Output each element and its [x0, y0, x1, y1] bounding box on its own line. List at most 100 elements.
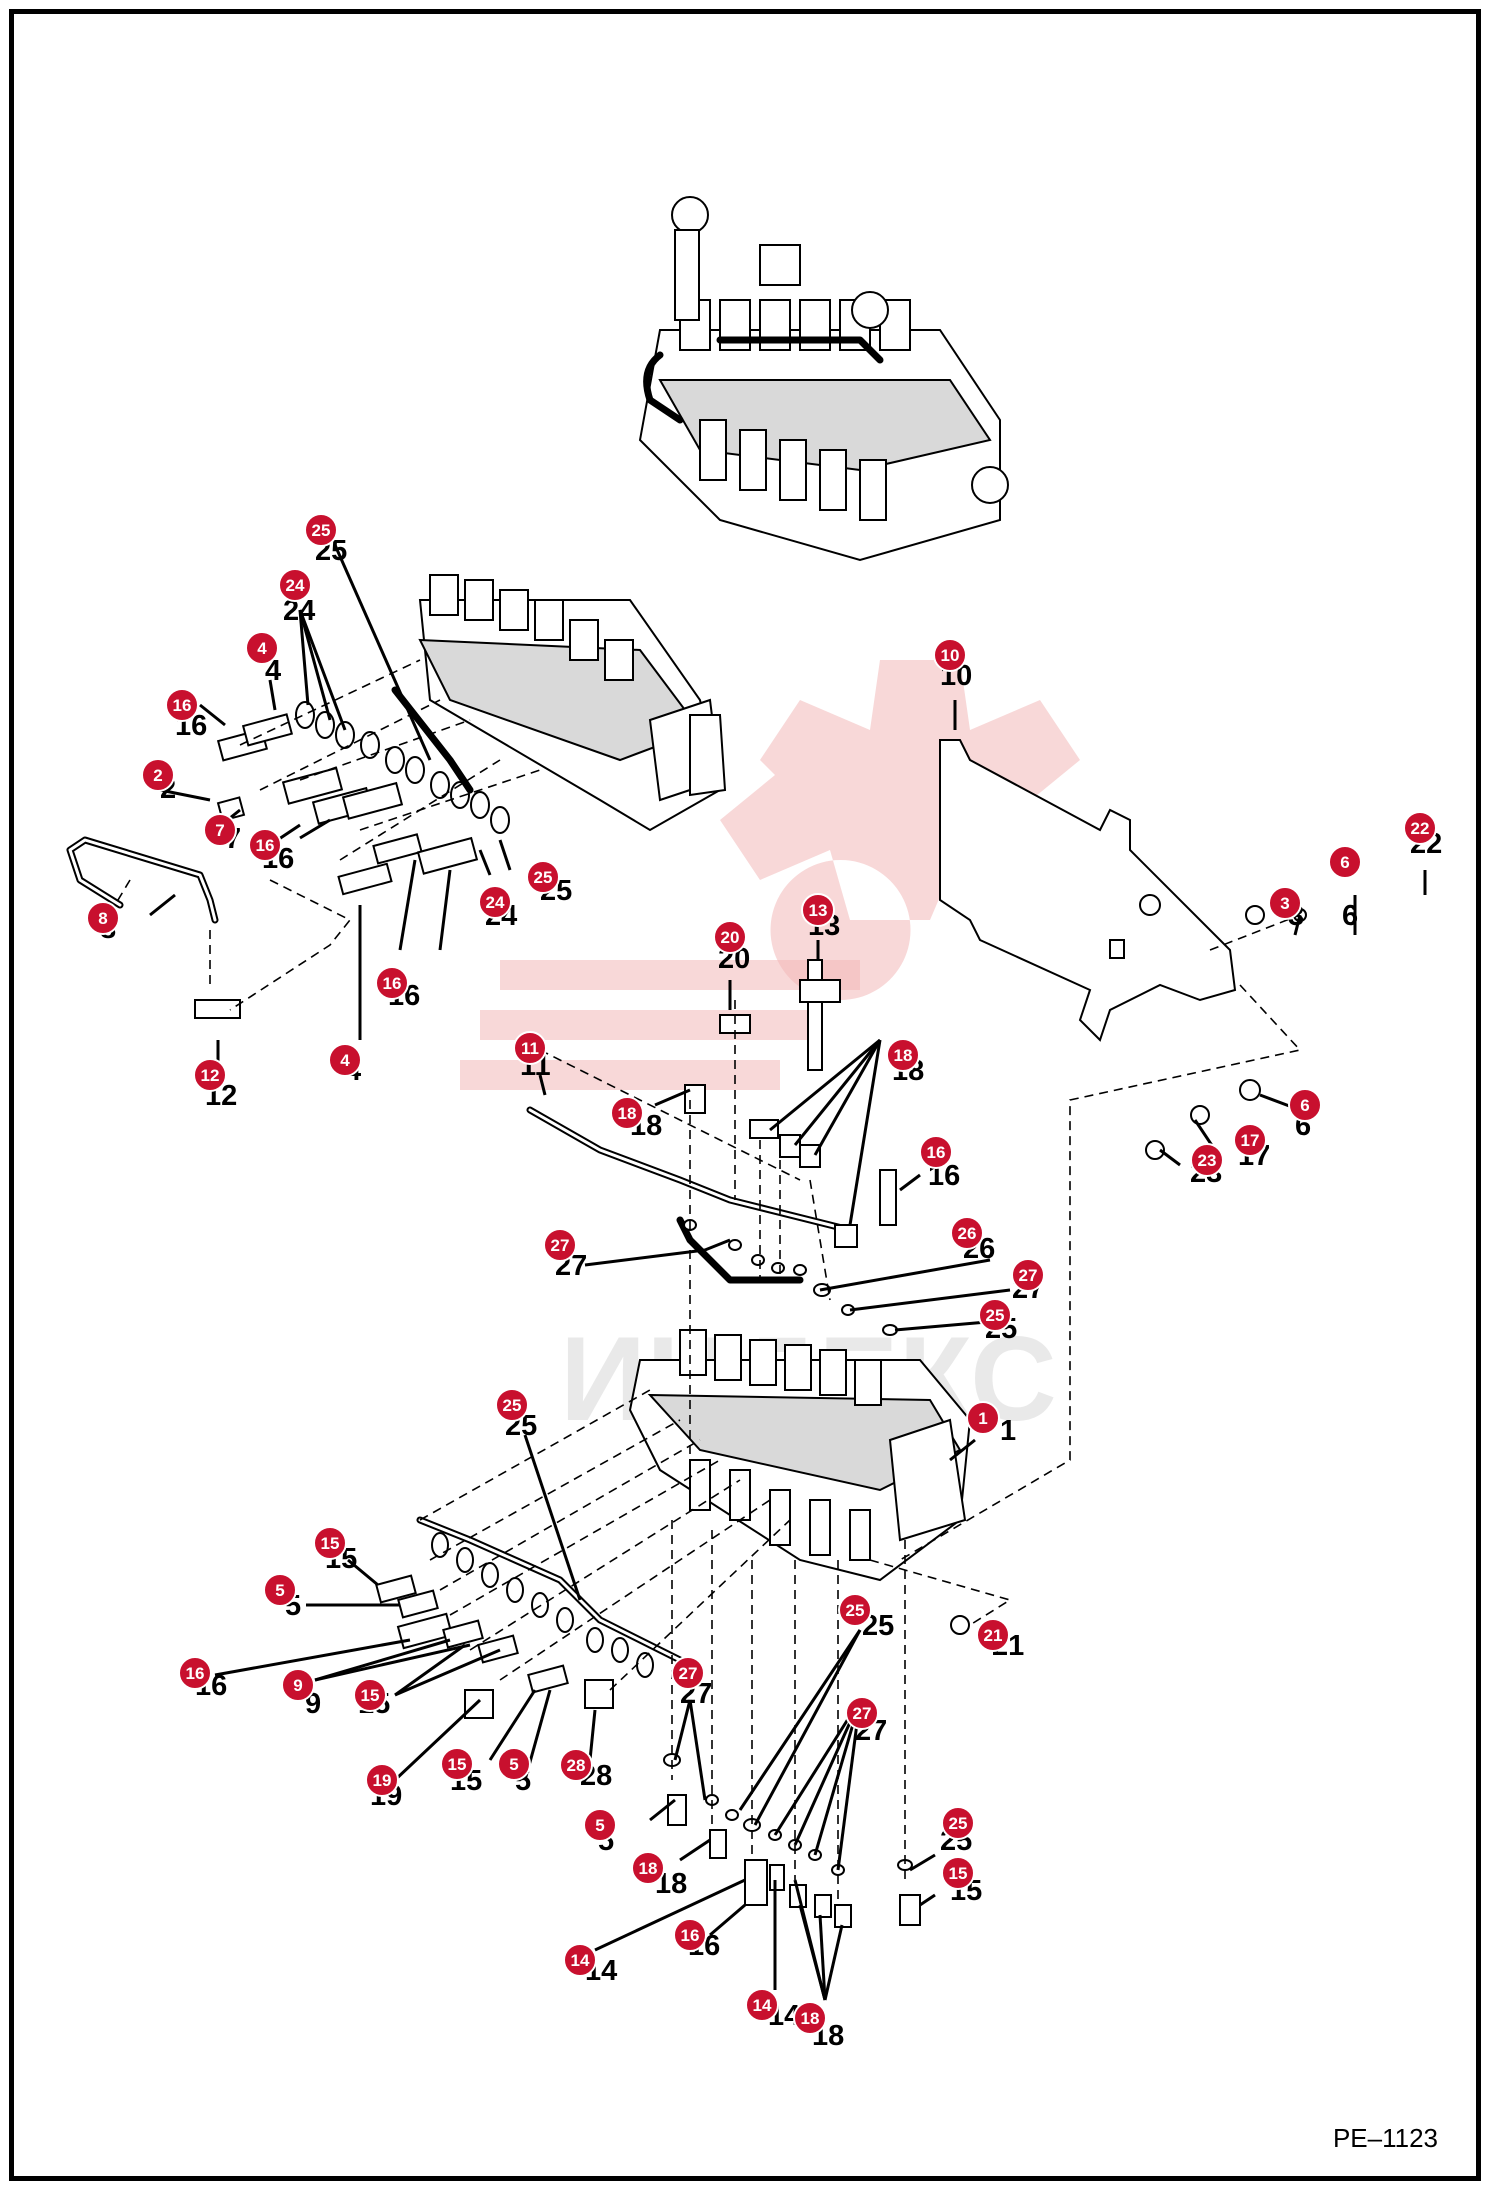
page-frame	[9, 9, 1481, 2181]
callout-6[interactable]: 6	[1288, 1088, 1322, 1122]
svg-text:25: 25	[503, 1396, 522, 1415]
leader-lines	[149, 544, 1427, 2001]
svg-text:25: 25	[534, 868, 553, 887]
callout-24[interactable]: 24	[278, 568, 312, 602]
alignment-dashed-lines	[99, 659, 1302, 1900]
svg-text:16: 16	[681, 1926, 700, 1945]
callout-9[interactable]: 9	[281, 1668, 315, 1702]
callout-15[interactable]: 15	[941, 1856, 975, 1890]
callout-15[interactable]: 15	[353, 1678, 387, 1712]
callout-22[interactable]: 22	[1403, 811, 1437, 845]
svg-text:15: 15	[321, 1534, 340, 1553]
callout-28[interactable]: 28	[559, 1748, 593, 1782]
callout-16[interactable]: 16	[375, 966, 409, 1000]
callout-13[interactable]: 13	[801, 893, 835, 927]
svg-text:25: 25	[949, 1814, 968, 1833]
callout-4[interactable]: 4	[328, 1043, 362, 1077]
svg-text:4: 4	[257, 639, 267, 658]
svg-text:25: 25	[986, 1306, 1005, 1325]
callout-16[interactable]: 16	[673, 1918, 707, 1952]
svg-text:4: 4	[340, 1051, 350, 1070]
callout-5[interactable]: 5	[583, 1808, 617, 1842]
svg-text:5: 5	[509, 1755, 518, 1774]
callout-12[interactable]: 12	[193, 1058, 227, 1092]
callout-15[interactable]: 15	[440, 1747, 474, 1781]
callout-25[interactable]: 25	[304, 513, 338, 547]
svg-text:6: 6	[1300, 1096, 1309, 1115]
svg-text:27: 27	[551, 1236, 570, 1255]
callout-15[interactable]: 15	[313, 1526, 347, 1560]
callout-16[interactable]: 16	[165, 688, 199, 722]
svg-text:15: 15	[448, 1755, 467, 1774]
svg-text:3: 3	[1280, 894, 1289, 913]
mounting-bracket	[939, 739, 1237, 1042]
callout-14[interactable]: 14	[745, 1988, 779, 2022]
callout-19[interactable]: 19	[365, 1763, 399, 1797]
svg-text:16: 16	[173, 696, 192, 715]
svg-text:18: 18	[639, 1859, 658, 1878]
svg-text:26: 26	[958, 1224, 977, 1243]
callout-18[interactable]: 18	[610, 1096, 644, 1130]
callout-27[interactable]: 27	[543, 1228, 577, 1262]
callout-3[interactable]: 3	[1268, 886, 1302, 920]
callout-20[interactable]: 20	[713, 920, 747, 954]
callout-2[interactable]: 2	[141, 758, 175, 792]
callout-18[interactable]: 18	[886, 1038, 920, 1072]
svg-text:1: 1	[978, 1409, 987, 1428]
callout-27[interactable]: 27	[671, 1656, 705, 1690]
fittings-lower-left-group	[375, 1516, 970, 1928]
callout-7[interactable]: 7	[203, 813, 237, 847]
control-valve-main	[628, 1329, 972, 1582]
callout-25[interactable]: 25	[941, 1806, 975, 1840]
callout-4[interactable]: 4	[245, 631, 279, 665]
callout-27[interactable]: 27	[1011, 1258, 1045, 1292]
svg-text:18: 18	[618, 1104, 637, 1123]
svg-text:6: 6	[1340, 853, 1349, 872]
svg-text:15: 15	[361, 1686, 380, 1705]
callout-18[interactable]: 18	[793, 2001, 827, 2035]
callout-18[interactable]: 18	[631, 1851, 665, 1885]
callout-25[interactable]: 25	[978, 1298, 1012, 1332]
callout-27[interactable]: 27	[845, 1696, 879, 1730]
svg-text:27: 27	[679, 1664, 698, 1683]
callout-16[interactable]: 16	[178, 1656, 212, 1690]
callout-21[interactable]: 21	[976, 1618, 1010, 1652]
svg-text:17: 17	[1241, 1131, 1260, 1150]
callout-11[interactable]: 11	[513, 1031, 547, 1065]
svg-text:22: 22	[1411, 819, 1430, 838]
callout-24[interactable]: 24	[478, 885, 512, 919]
svg-text:12: 12	[201, 1066, 220, 1085]
svg-text:21: 21	[984, 1626, 1003, 1645]
callout-10[interactable]: 10	[933, 638, 967, 672]
callout-16[interactable]: 16	[919, 1135, 953, 1169]
callout-25[interactable]: 25	[838, 1593, 872, 1627]
svg-text:5: 5	[595, 1816, 604, 1835]
label-1: 1	[1000, 1415, 1016, 1447]
svg-text:14: 14	[753, 1996, 772, 2015]
svg-text:13: 13	[809, 901, 828, 920]
callout-1[interactable]: 1	[966, 1401, 1000, 1435]
callout-5[interactable]: 5	[497, 1747, 531, 1781]
svg-text:20: 20	[721, 928, 740, 947]
svg-text:25: 25	[312, 521, 331, 540]
callout-26[interactable]: 26	[950, 1216, 984, 1250]
callout-14[interactable]: 14	[563, 1943, 597, 1977]
callout-17[interactable]: 17	[1233, 1123, 1267, 1157]
svg-text:27: 27	[853, 1704, 872, 1723]
svg-text:19: 19	[373, 1771, 392, 1790]
callout-8[interactable]: 8	[86, 901, 120, 935]
svg-text:8: 8	[98, 909, 107, 928]
callout-23[interactable]: 23	[1190, 1143, 1224, 1177]
svg-text:18: 18	[894, 1046, 913, 1065]
callout-25[interactable]: 25	[495, 1388, 529, 1422]
callout-6[interactable]: 6	[1328, 845, 1362, 879]
svg-text:7: 7	[215, 821, 224, 840]
control-valve-upper-view	[418, 574, 727, 832]
svg-text:23: 23	[1198, 1151, 1217, 1170]
svg-text:9: 9	[293, 1676, 302, 1695]
callout-16[interactable]: 16	[248, 828, 282, 862]
svg-text:25: 25	[846, 1601, 865, 1620]
callout-25[interactable]: 25	[526, 860, 560, 894]
callout-5[interactable]: 5	[263, 1573, 297, 1607]
